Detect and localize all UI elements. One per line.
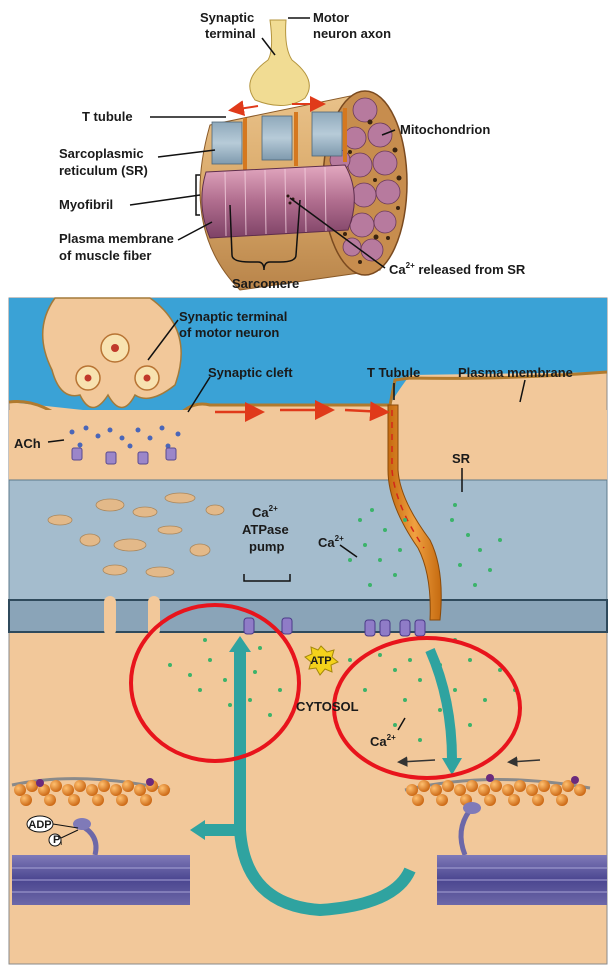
label-plasma-membrane-bottom: Plasma membrane <box>458 365 573 380</box>
muscle-fiber-diagram: Synaptic terminal Motor neuron axon T tu… <box>59 10 526 291</box>
label-sarcomere: Sarcomere <box>232 276 299 291</box>
label-motor-neuron-axon-1: Motor <box>313 10 349 25</box>
motor-neuron-terminal <box>250 20 310 106</box>
label-synaptic-terminal-1: Synaptic <box>200 10 254 25</box>
label-ach: ACh <box>14 436 41 451</box>
sr-membrane <box>9 600 607 632</box>
label-synaptic-terminal-2: terminal <box>205 26 256 41</box>
label-plasma-membrane-1: Plasma membrane <box>59 231 174 246</box>
label-sarcoplasmic-reticulum-2: reticulum (SR) <box>59 163 148 178</box>
label-t-tubule: T tubule <box>82 109 133 124</box>
label-atp: ATP <box>310 655 331 667</box>
label-ca-pump-3: pump <box>249 539 284 554</box>
label-plasma-membrane-2: of muscle fiber <box>59 248 151 263</box>
label-motor-neuron-axon-2: neuron axon <box>313 26 391 41</box>
label-ca-released: Ca2+ released from SR <box>389 261 526 277</box>
action-potential-arrow <box>232 106 258 110</box>
myofibril-cylinder <box>202 165 354 238</box>
label-synaptic-terminal-motor-1: Synaptic terminal <box>179 309 287 324</box>
label-cytosol: CYTOSOL <box>296 699 359 714</box>
label-myofibril: Myofibril <box>59 197 113 212</box>
label-adp: ADP <box>28 819 51 831</box>
label-synaptic-terminal-motor-2: of motor neuron <box>179 325 279 340</box>
excitation-contraction-diagram: ATP <box>9 298 607 964</box>
label-mitochondrion: Mitochondrion <box>400 122 490 137</box>
label-sr-bottom: SR <box>452 451 471 466</box>
label-t-tubule-bottom: T Tubule <box>367 365 420 380</box>
cytosol-upper <box>9 410 607 480</box>
label-sarcoplasmic-reticulum-1: Sarcoplasmic <box>59 146 144 161</box>
label-synaptic-cleft: Synaptic cleft <box>208 365 293 380</box>
label-ca-pump-2: ATPase <box>242 522 289 537</box>
